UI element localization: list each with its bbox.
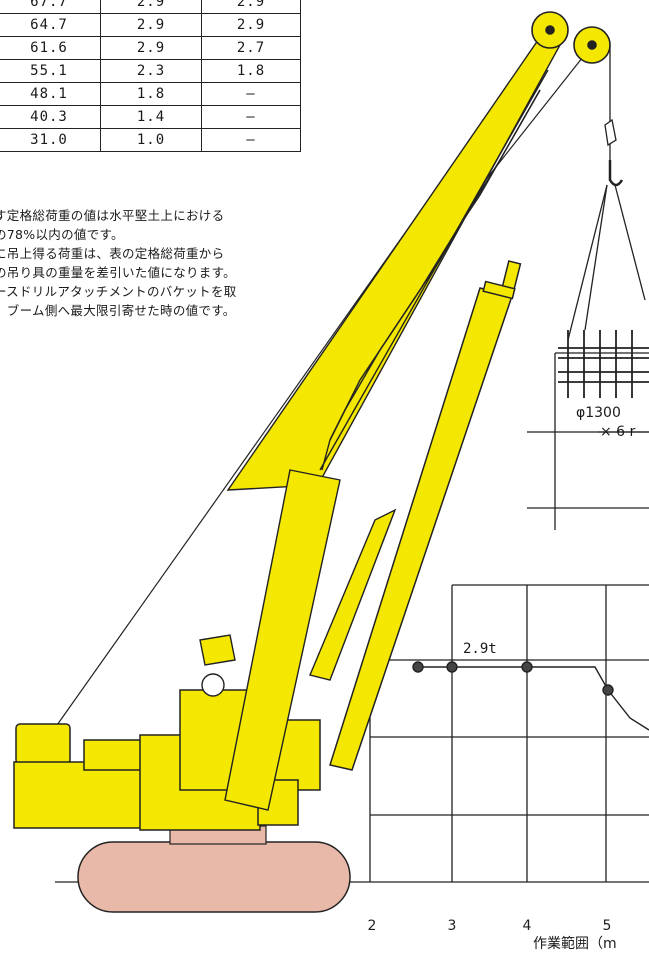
x-tick: 2 <box>368 918 377 934</box>
x-tick: 4 <box>523 918 532 934</box>
note-line: の吊り具の重量を差引いた値になります。 <box>0 265 236 280</box>
attachment-frame <box>199 469 397 811</box>
kelly-mast <box>329 260 522 771</box>
table-cell: 2.9 <box>100 13 202 37</box>
casing-icon <box>558 330 649 433</box>
hook-icon <box>608 160 624 187</box>
load-label: 2.9t <box>463 641 497 657</box>
note-line: す定格総荷重の値は水平堅土上における <box>0 208 225 223</box>
table-cell: 40.3 <box>0 105 101 129</box>
table-cell: — <box>201 82 301 106</box>
x-axis-title: 作業範囲（m <box>533 936 617 952</box>
pile-diameter-label: φ1300 <box>576 405 621 421</box>
x-tick: 5 <box>603 918 612 934</box>
table-cell: 64.7 <box>0 13 101 37</box>
notes: す定格総荷重の値は水平堅土上における の78%以内の値です。 に吊上得る荷重は、… <box>0 206 334 320</box>
note-line: ースドリルアタッチメントのバケットを取 <box>0 284 237 299</box>
table-cell: 61.6 <box>0 36 101 60</box>
pile-length-label: × 6 r <box>600 424 636 440</box>
x-tick: 3 <box>448 918 457 934</box>
boom <box>226 28 561 491</box>
note-line: 、ブーム側へ最大限引寄せた時の値です。 <box>0 303 236 318</box>
load-curve <box>412 661 649 731</box>
range-grid <box>369 352 649 882</box>
crawler-track <box>77 841 351 913</box>
table-cell: 2.9 <box>100 36 202 60</box>
note-line: の78%以内の値です。 <box>0 227 124 242</box>
table-cell: 2.9 <box>201 13 301 37</box>
table-cell: — <box>201 128 301 152</box>
note-line: に吊上得る荷重は、表の定格総荷重から <box>0 246 225 261</box>
table-cell: 48.1 <box>0 82 101 106</box>
table-cell: 1.0 <box>100 128 202 152</box>
table-cell: 1.8 <box>201 59 301 83</box>
sheave-icon <box>531 11 611 64</box>
